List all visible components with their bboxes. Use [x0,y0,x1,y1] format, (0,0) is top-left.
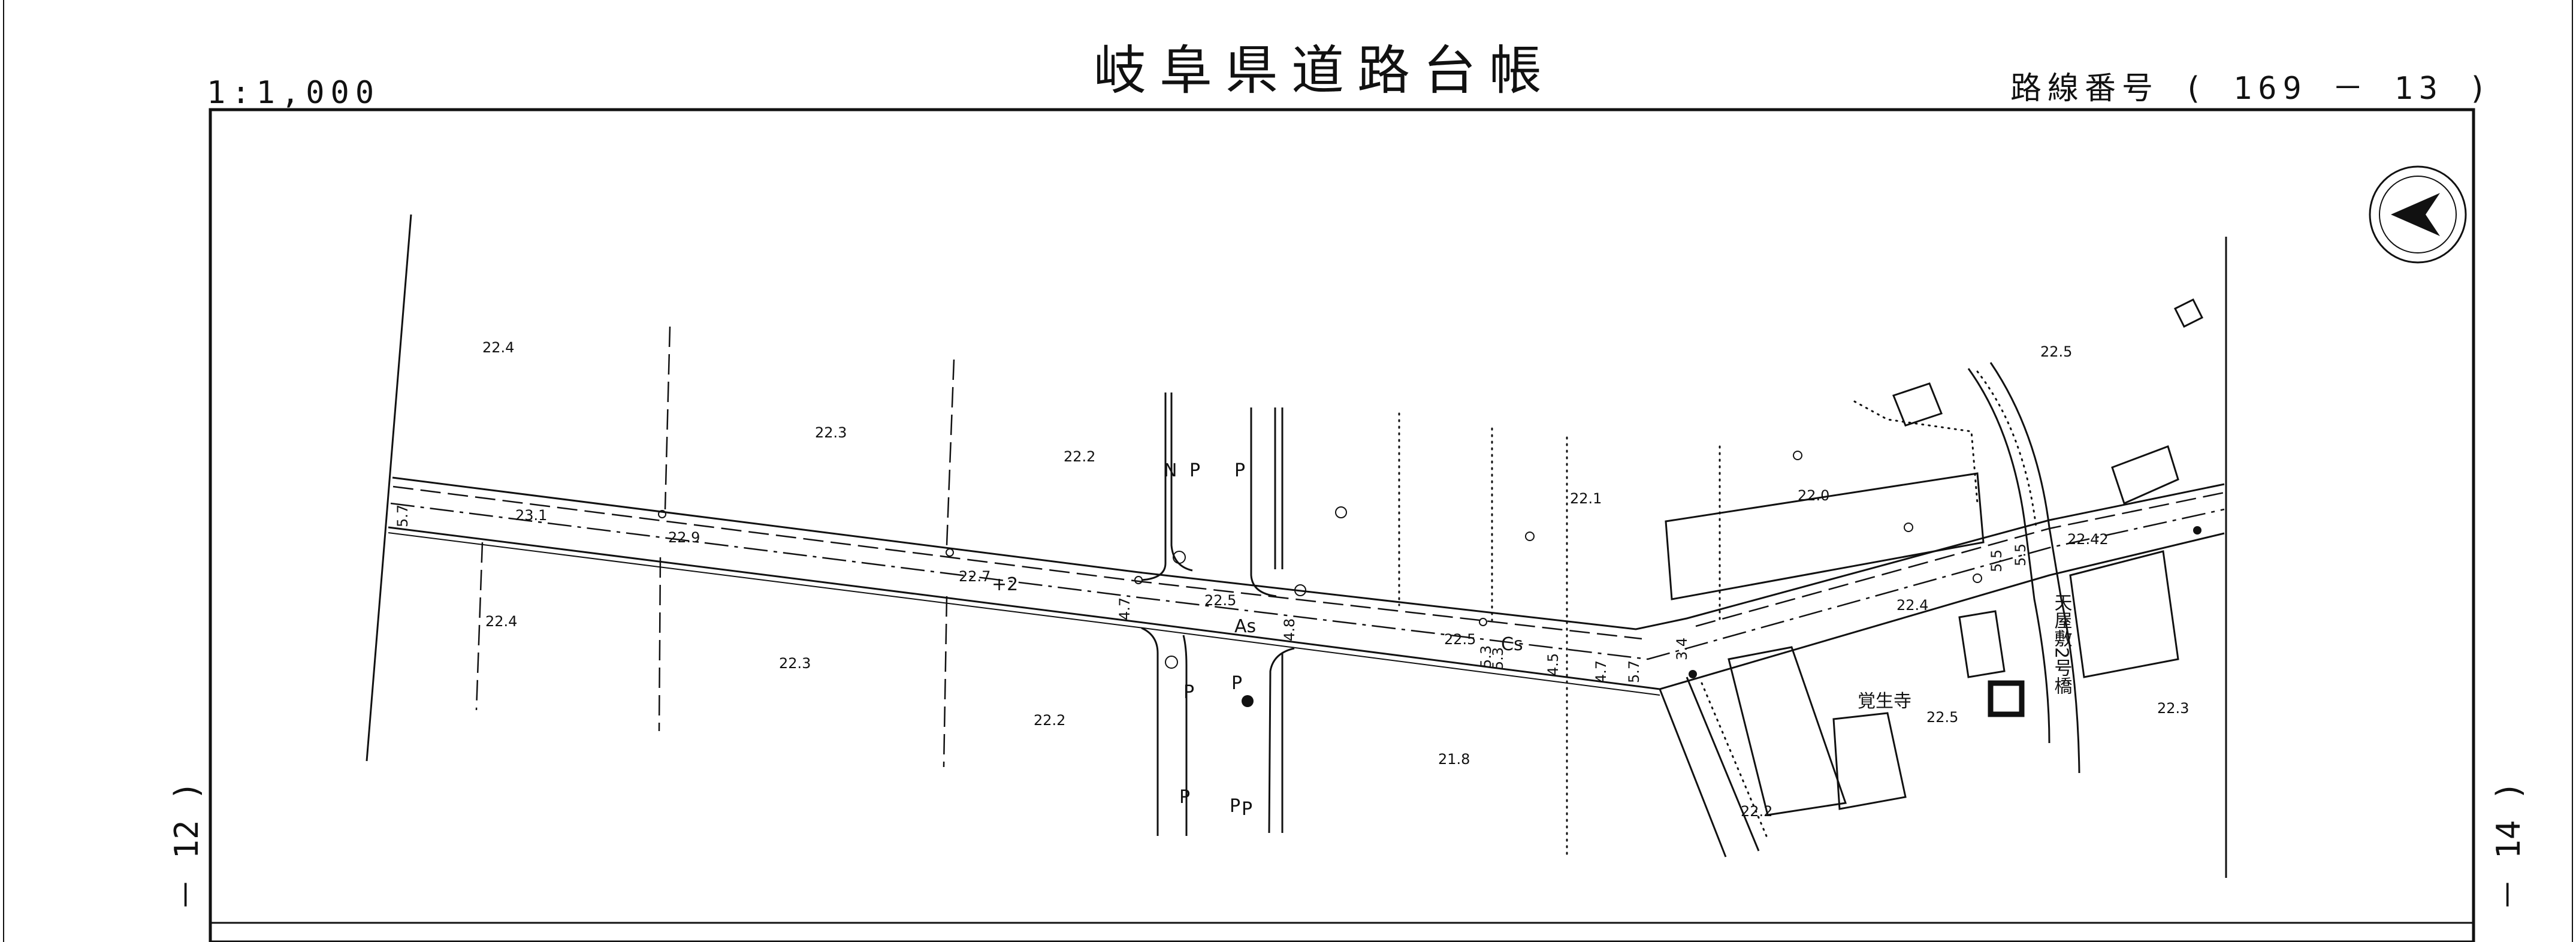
elevation-label: 22.5 [1926,709,1958,726]
bridge-name: 天屋敷2号橋 [2051,593,2073,695]
elevation-label: 22.5 [1204,592,1236,609]
side-road-south [1659,677,1769,858]
scale-label: 1:1,000 [207,75,380,111]
sheet-title: 岐阜県道路台帳 [1094,40,1555,101]
route-number: 路線番号 ( 169 － 13 ) [2010,71,2493,107]
buildings [1665,298,2204,816]
map-frame [209,108,2475,942]
road-width-label: 4.7 [1116,597,1133,620]
river [1967,362,2080,774]
road-width-label: 5.5 [1988,550,2005,572]
pole-marker: P [1230,796,1240,817]
parcel-boundaries [475,326,1979,859]
elevation-label: 22.5 [1444,631,1476,648]
elevation-label: 21.8 [1438,751,1470,768]
elevation-label: 22.3 [815,424,847,441]
main-road [388,476,2225,696]
sheet-ref-left: － 12 ) [168,781,206,911]
road-width-label: 4.7 [1593,660,1609,683]
temple-name: 覚生寺 [1858,691,1911,712]
elevation-label: 22.4 [1896,597,1928,614]
pole-marker: P [1179,787,1190,808]
lane-crossing-1 [1141,393,1193,836]
elevation-label: 23.1 [515,507,547,524]
elevation-label: 22.2 [1034,712,1065,729]
temple-marker [1988,680,2025,717]
sheet-ref-right: － 14 ) [2490,781,2527,911]
lane-crossing-2 [1250,407,1295,834]
elevation-label: 22.2 [1064,448,1095,465]
road-width-label: 5.3 [1478,645,1494,668]
surface-label: Cs [1501,634,1523,655]
pole-marker: P [1231,673,1242,694]
elevation-label: 22.5 [2040,343,2072,360]
elevation-label: 22.7 [959,568,990,585]
surface-label: As [1234,616,1256,637]
pole-marker: P [1234,460,1245,481]
pole-marker: P [1183,682,1194,703]
elevation-label: 22.1 [1570,490,1602,507]
pole-marker: P [1189,460,1200,481]
elevation-label: 22.3 [779,655,811,672]
road-width-label: 5.7 [394,505,411,527]
road-width-label: 5.3 [1490,647,1506,670]
pole-marker: P [1242,799,1252,820]
map-extent-left [366,214,412,762]
station-mark: +2 [992,574,1018,595]
road-width-label: 3.4 [1674,638,1690,660]
road-width-label: 5.7 [1626,660,1642,683]
elevation-label: 22.0 [1798,487,1829,504]
pole-marker: N [1164,460,1177,481]
map-markers [658,451,2201,707]
elevation-label: 22.9 [668,529,700,546]
road-width-label: 4.8 [1281,618,1298,641]
elevation-label: 22.2 [1741,803,1772,820]
elevation-label: 22.42 [2067,531,2109,548]
elevation-label: 22.3 [2157,700,2189,717]
north-arrow-icon [2369,165,2467,264]
road-width-label: 4.5 [1545,653,1562,676]
elevation-label: 22.4 [482,339,514,356]
elevation-label: 22.4 [485,613,517,630]
road-width-label: 5.5 [2012,544,2029,566]
